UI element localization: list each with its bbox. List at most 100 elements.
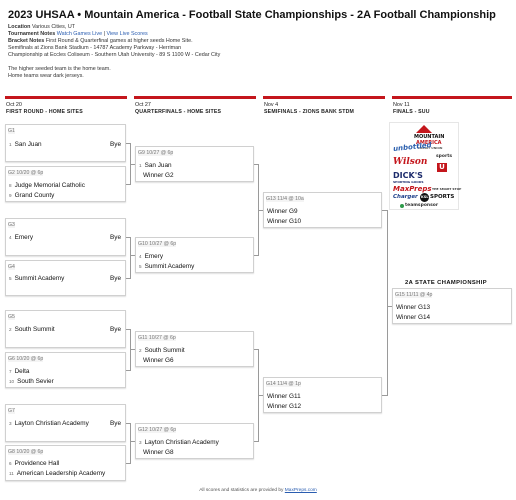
game-g15[interactable]: G15 11/11 @ 4p Winner G13 Winner G14 — [392, 288, 512, 324]
game-g13[interactable]: G13 11/4 @ 10a Winner G9 Winner G10 — [263, 192, 382, 228]
team-entry[interactable]: Winner G2 — [143, 172, 174, 179]
sponsor-sports-big: SPORTS — [430, 194, 455, 200]
team-entry[interactable]: Winner G10 — [267, 218, 301, 225]
team-seed: 6 — [9, 461, 12, 466]
connector-line — [254, 255, 258, 256]
team-name: Layton Christian Academy — [144, 439, 219, 446]
round-bar-3 — [263, 96, 385, 99]
maxpreps-link[interactable]: MaxPreps.com — [284, 488, 317, 493]
game-header: G1 — [8, 128, 15, 134]
team-entry[interactable]: Winner G13 — [396, 304, 430, 311]
bye-label: Bye — [109, 234, 121, 241]
round-name-4: FINALS - SUU — [393, 109, 430, 115]
team-name: South Sevier — [17, 378, 54, 385]
ksl-icon — [420, 193, 429, 202]
connector-line — [130, 329, 131, 371]
connector-line — [126, 278, 130, 279]
watch-games-live-link[interactable]: Watch Games Live — [56, 31, 103, 37]
team-entry[interactable]: Winner G12 — [267, 403, 301, 410]
team-seed: 10 — [9, 379, 15, 384]
connector-line — [254, 349, 258, 350]
game-header: G7 — [8, 408, 15, 414]
sponsor-wilson: Wilson — [393, 157, 428, 167]
game-header: G14 11/4 @ 1p — [266, 381, 301, 387]
round-date-4: Nov 11 — [393, 102, 410, 108]
team-entry[interactable]: Winner G6 — [143, 357, 174, 364]
game-header: G6 10/20 @ 6p — [8, 356, 44, 362]
connector-line — [130, 349, 135, 350]
game-header: G11 10/27 @ 6p — [138, 335, 176, 341]
team-name: South Summit — [14, 326, 55, 333]
team-name: Winner G11 — [267, 393, 301, 400]
round-name-2: QUARTERFINALS - HOME SITES — [135, 109, 222, 115]
location-label: Location — [8, 24, 31, 30]
team-entry[interactable]: Winner G14 — [396, 314, 430, 321]
team-seed: 7 — [9, 369, 12, 374]
team-name: Winner G9 — [267, 208, 298, 215]
sponsor-u-logo: U — [437, 163, 447, 172]
sponsor-sports: sports — [436, 154, 453, 159]
championship-title: 2A STATE CHAMPIONSHIP — [405, 280, 488, 286]
team-seed: 8 — [9, 183, 12, 188]
mountain-icon — [416, 125, 432, 133]
team-name: South Summit — [144, 347, 185, 354]
game-header: G8 10/20 @ 6p — [8, 449, 44, 455]
connector-line — [382, 395, 387, 396]
bracket-notes-text-3: Championship at Eccles Coliseum - Southe… — [8, 52, 221, 58]
game-header: G4 — [8, 264, 15, 270]
sponsor-mountain: MOUNTAIN — [414, 134, 445, 140]
bracket-notes-text-2: Semifinals at Zions Bank Stadium - 14787… — [8, 45, 182, 51]
connector-line — [126, 184, 130, 185]
team-entry[interactable]: Winner G8 — [143, 449, 174, 456]
connector-line — [126, 143, 130, 144]
team-name: Judge Memorial Catholic — [14, 182, 85, 189]
team-name: Winner G8 — [143, 449, 174, 456]
round-bar-4 — [392, 96, 512, 99]
team-entry[interactable]: Winner G11 — [267, 393, 301, 400]
round-bar-1 — [5, 96, 127, 99]
team-seed: 1 — [9, 142, 12, 147]
teamsponsor-icon — [400, 204, 404, 208]
team-name: Winner G10 — [267, 218, 302, 225]
connector-line — [130, 423, 131, 464]
link-separator: | — [103, 31, 105, 37]
team-seed: 2 — [139, 348, 142, 353]
sponsor-unbottled: unbottled — [392, 141, 432, 153]
tournament-notes-label: Tournament Notes — [8, 31, 56, 37]
team-entry[interactable]: Winner G9 — [267, 208, 298, 215]
team-name: San Juan — [14, 141, 42, 148]
view-live-scores-link[interactable]: View Live Scores — [106, 31, 148, 37]
game-header: G13 11/4 @ 10a — [266, 196, 304, 202]
connector-line — [387, 210, 388, 396]
game-g14[interactable]: G14 11/4 @ 1p Winner G11 Winner G12 — [263, 377, 382, 413]
location-value: Various Cities, UT — [31, 24, 76, 30]
